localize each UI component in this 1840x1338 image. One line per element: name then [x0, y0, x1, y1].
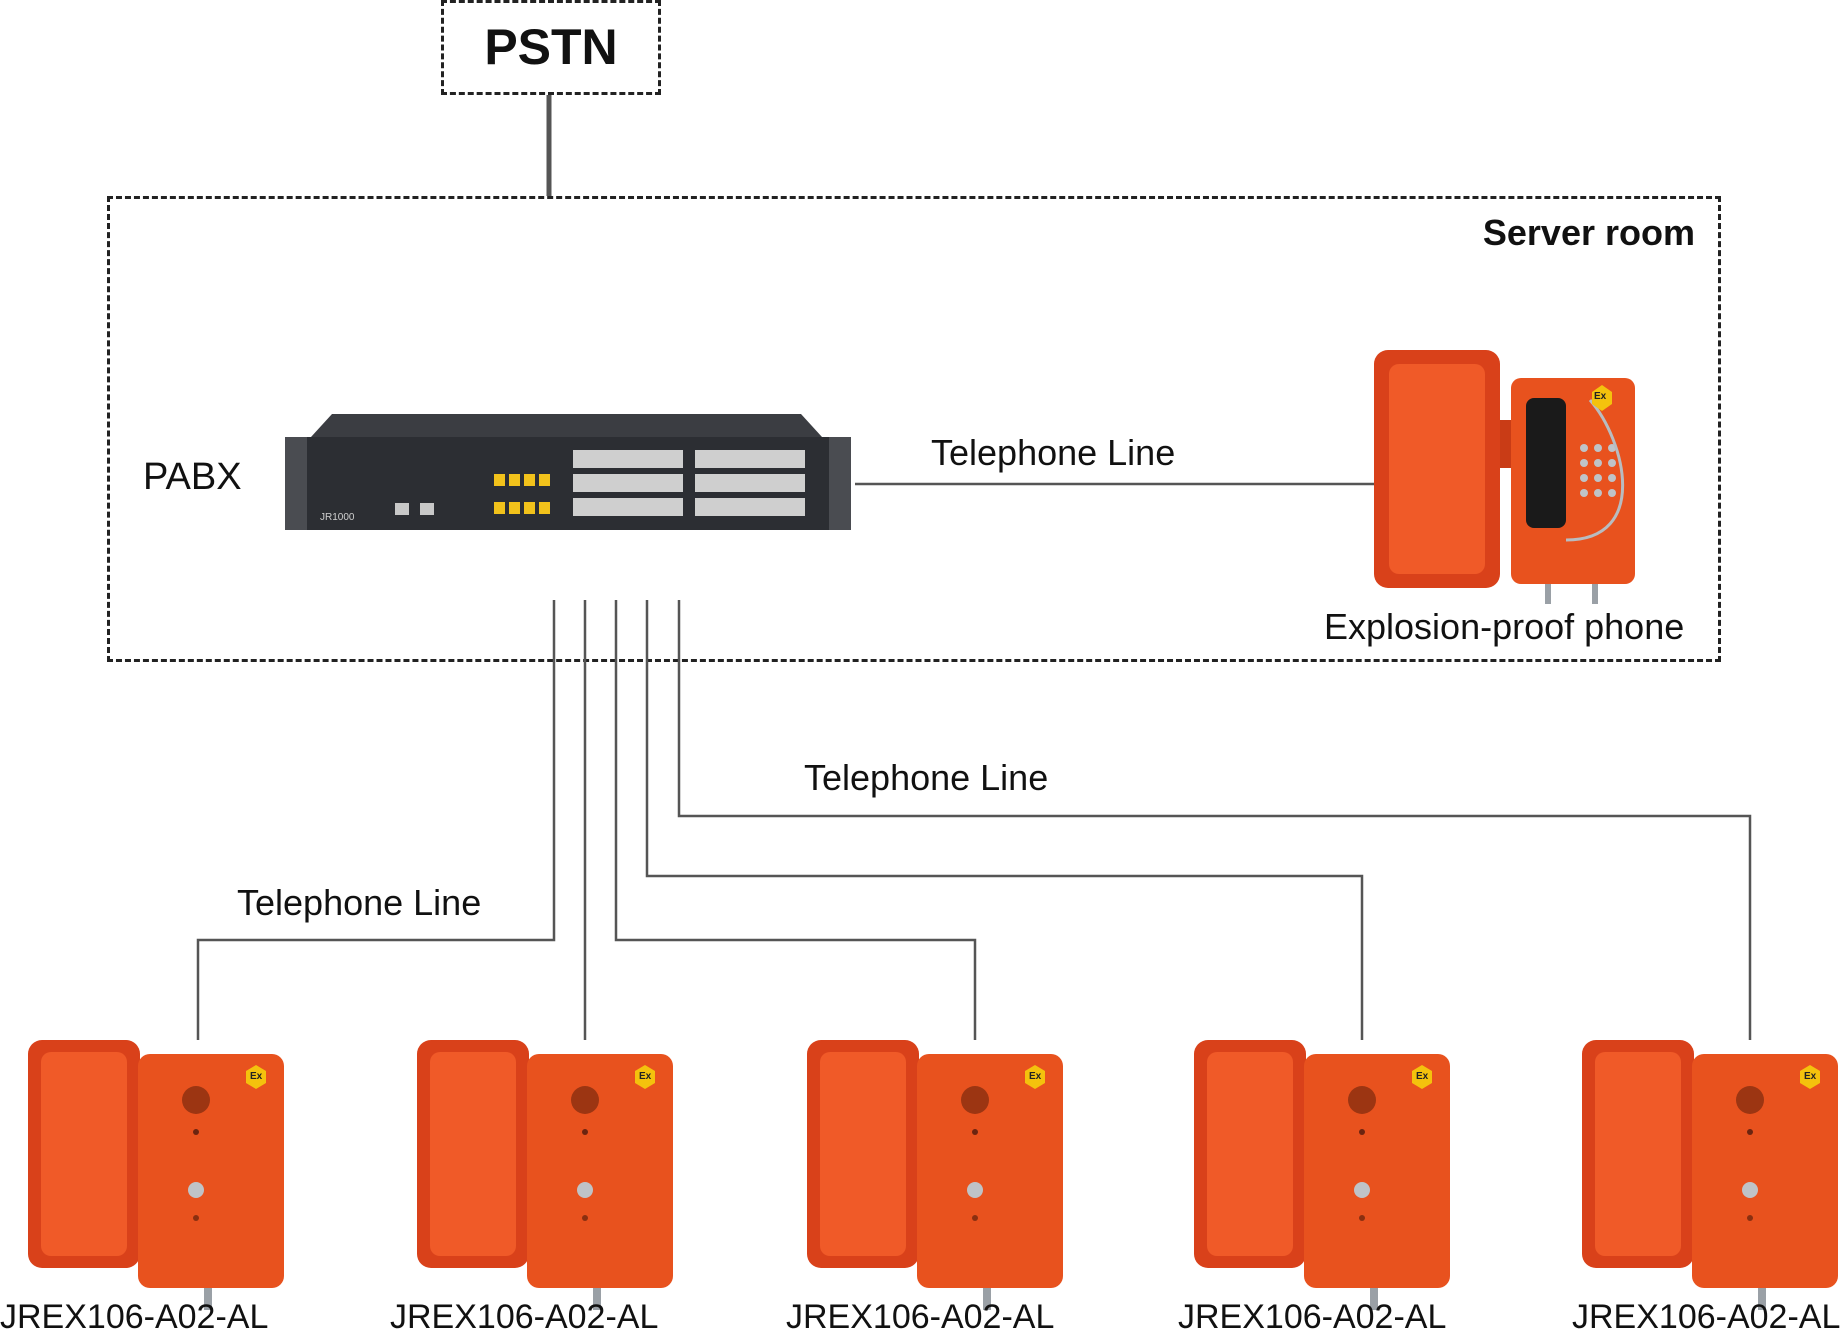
- field-phone-1-graphic: [28, 1040, 284, 1310]
- link-label-explosion-phone: Telephone Line: [931, 432, 1176, 473]
- pstn-box: [441, 0, 661, 95]
- server-room-box: [107, 196, 1721, 662]
- explosion-phone-label: Explosion-proof phone: [1324, 606, 1685, 647]
- field-phone-2-badge: Ex: [639, 1071, 652, 1082]
- field-phone-4-badge: Ex: [1416, 1071, 1429, 1082]
- field-phone-3-model: JREX106-A02-AL: [786, 1298, 1055, 1336]
- field-phone-4-model: JREX106-A02-AL: [1178, 1298, 1447, 1336]
- pabx-model-label: JR1000: [320, 512, 355, 523]
- explosion-phone-badge: Ex: [1594, 391, 1607, 402]
- line-to-field-phone-1: [196, 600, 556, 1040]
- field-phone-5-model: JREX106-A02-AL: [1572, 1298, 1840, 1336]
- field-phone-3-graphic: [807, 1040, 1063, 1310]
- field-phone-5-graphic: [1582, 1040, 1838, 1310]
- field-phone-1-badge: Ex: [250, 1071, 263, 1082]
- link-label-field-upper: Telephone Line: [804, 757, 1049, 798]
- link-label-field-lower: Telephone Line: [237, 882, 482, 923]
- field-phone-4-graphic: [1194, 1040, 1450, 1310]
- line-to-field-phone-4: [645, 600, 1364, 1040]
- line-to-field-phone-3: [614, 600, 977, 1040]
- field-phone-5-badge: Ex: [1804, 1071, 1817, 1082]
- pstn-label: PSTN: [484, 19, 618, 75]
- field-phone-2-model: JREX106-A02-AL: [390, 1298, 659, 1336]
- field-phone-3-badge: Ex: [1029, 1071, 1042, 1082]
- field-phone-1-model: JREX106-A02-AL: [0, 1298, 269, 1336]
- pabx-label: PABX: [143, 456, 242, 498]
- field-phone-2-graphic: [417, 1040, 673, 1310]
- server-room-title: Server room: [1482, 212, 1695, 253]
- line-to-field-phone-5: [677, 600, 1752, 1040]
